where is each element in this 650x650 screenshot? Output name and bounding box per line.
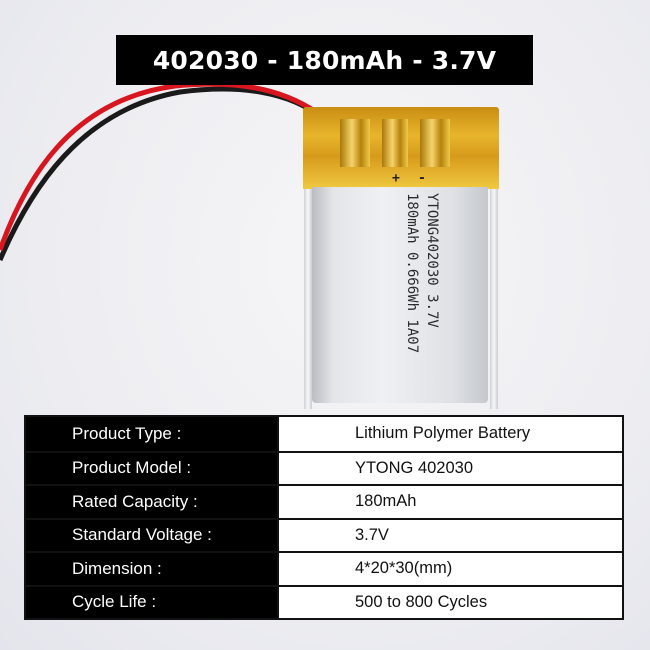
spec-label: Cycle Life : [26, 586, 277, 618]
spec-row-dimension: Dimension : 4*20*30(mm) [26, 551, 622, 585]
spec-row-standard-voltage: Standard Voltage : 3.7V [26, 517, 622, 551]
spec-value: 500 to 800 Cycles [279, 586, 622, 618]
spec-value: YTONG 402030 [279, 452, 622, 484]
positive-terminal-mark: + [392, 171, 400, 186]
spec-label: Dimension : [26, 553, 277, 585]
cell-print-capacity: 180mAh 0.666Wh 1A07 [404, 193, 420, 354]
cell-flange-left [304, 189, 312, 409]
spec-row-product-type: Product Type : Lithium Polymer Battery [26, 417, 622, 451]
product-title-banner: 402030 - 180mAh - 3.7V [116, 35, 533, 85]
spec-label: Rated Capacity : [26, 486, 277, 518]
spec-table: Product Type : Lithium Polymer Battery P… [24, 415, 624, 620]
cell-printing: YTONG402030 3.7V 180mAh 0.666Wh 1A07 [362, 193, 442, 393]
cell-print-model: YTONG402030 3.7V [424, 193, 440, 328]
battery-tab-left [340, 119, 370, 167]
spec-label: Standard Voltage : [26, 519, 277, 551]
spec-label: Product Model : [26, 452, 277, 484]
spec-value: 4*20*30(mm) [279, 553, 622, 585]
spec-value: 3.7V [279, 519, 622, 551]
cell-flange-right [490, 189, 498, 409]
spec-row-rated-capacity: Rated Capacity : 180mAh [26, 484, 622, 518]
spec-value: Lithium Polymer Battery [279, 417, 622, 451]
negative-terminal-mark: - [418, 171, 426, 186]
spec-label: Product Type : [26, 417, 277, 451]
product-title: 402030 - 180mAh - 3.7V [152, 45, 497, 75]
spec-value: 180mAh [279, 486, 622, 518]
battery-tab-center [382, 119, 408, 167]
battery-tab-right [420, 119, 450, 167]
spec-row-cycle-life: Cycle Life : 500 to 800 Cycles [26, 584, 622, 618]
battery-image: + - YTONG402030 3.7V 180mAh 0.666Wh 1A07 [300, 105, 500, 410]
spec-row-product-model: Product Model : YTONG 402030 [26, 450, 622, 484]
battery-cell [312, 187, 488, 403]
